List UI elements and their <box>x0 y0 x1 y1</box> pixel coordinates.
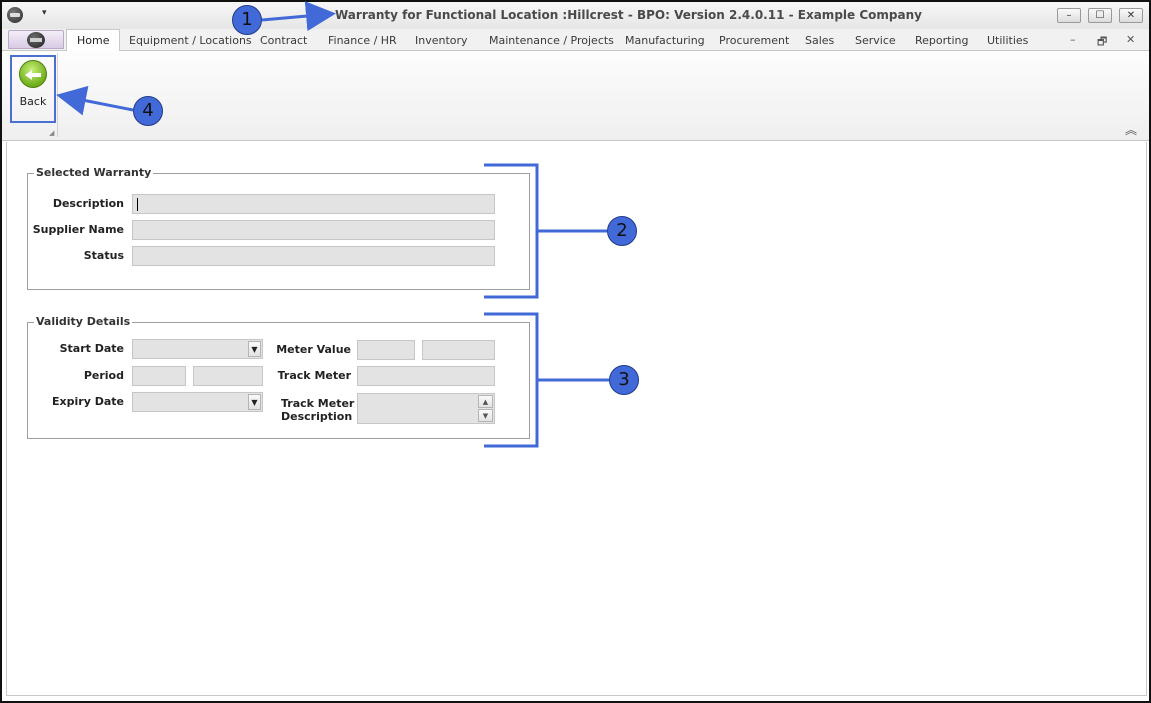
track-meter-field[interactable] <box>357 366 495 386</box>
ribbon-tab-strip: Home Equipment / Locations Contract Fina… <box>2 29 1149 52</box>
dialog-launcher-icon[interactable]: ◢ <box>49 129 55 137</box>
period-unit-field[interactable] <box>193 366 263 386</box>
ribbon-panel: Back ◢ ︽ <box>2 51 1149 141</box>
start-date-picker[interactable]: ▼ <box>132 339 263 359</box>
tab-service[interactable]: Service <box>855 34 896 47</box>
annotation-marker-2: 2 <box>607 216 637 246</box>
chevron-down-icon[interactable]: ▼ <box>248 394 261 410</box>
supplier-name-label: Supplier Name <box>32 223 124 236</box>
content-border-bottom <box>6 695 1147 696</box>
tab-contract[interactable]: Contract <box>260 34 308 47</box>
supplier-name-field[interactable] <box>132 220 495 240</box>
app-logo-icon[interactable] <box>7 7 23 23</box>
meter-unit-field[interactable] <box>422 340 495 360</box>
app-logo-icon <box>27 32 45 48</box>
content-border-right <box>1146 142 1147 696</box>
annotation-marker-3: 3 <box>609 365 639 395</box>
description-field[interactable] <box>132 194 495 214</box>
status-label: Status <box>83 249 124 262</box>
quick-access-dropdown-icon[interactable]: ▾ <box>42 8 47 18</box>
annotation-marker-1: 1 <box>232 5 262 35</box>
tab-sales[interactable]: Sales <box>805 34 835 47</box>
track-meter-label: Track Meter <box>277 369 351 382</box>
description-label: Description <box>52 197 124 210</box>
track-meter-description-field[interactable]: ▲ ▼ <box>357 393 495 424</box>
title-bar: ▾ Warranty for Functional Location :Hill… <box>2 2 1149 29</box>
close-button[interactable]: ✕ <box>1119 8 1143 23</box>
meter-value-label: Meter Value <box>276 343 351 356</box>
expiry-date-picker[interactable]: ▼ <box>132 392 263 412</box>
window-title: Warranty for Functional Location :Hillcr… <box>335 8 922 22</box>
collapse-ribbon-icon[interactable]: ︽ <box>1125 123 1138 137</box>
selected-warranty-group: Selected Warranty <box>27 166 530 290</box>
mdi-minimize-button[interactable]: – <box>1070 33 1076 46</box>
start-date-label: Start Date <box>59 342 124 355</box>
content-border-left <box>6 142 7 696</box>
ribbon-group-divider <box>57 53 58 137</box>
tab-procurement[interactable]: Procurement <box>719 34 790 47</box>
mdi-restore-button[interactable]: 🗗 <box>1097 35 1108 48</box>
annotation-marker-4: 4 <box>133 96 163 126</box>
expiry-date-label: Expiry Date <box>52 395 124 408</box>
period-label: Period <box>83 369 124 382</box>
meter-value-field[interactable] <box>357 340 415 360</box>
tab-inventory[interactable]: Inventory <box>415 34 468 47</box>
selected-warranty-legend: Selected Warranty <box>34 166 154 179</box>
tab-manufacturing[interactable]: Manufacturing <box>625 34 705 47</box>
minimize-button[interactable]: – <box>1057 8 1081 23</box>
tab-home[interactable]: Home <box>66 29 121 52</box>
track-meter-description-label: Track Meter Description <box>281 397 355 423</box>
status-field[interactable] <box>132 246 495 266</box>
period-value-field[interactable] <box>132 366 186 386</box>
back-button-label: Back <box>19 95 47 108</box>
maximize-button[interactable]: ☐ <box>1088 8 1112 23</box>
scroll-up-icon[interactable]: ▲ <box>478 395 493 408</box>
validity-details-legend: Validity Details <box>34 315 133 328</box>
scroll-down-icon[interactable]: ▼ <box>478 409 493 422</box>
tab-maintenance-projects[interactable]: Maintenance / Projects <box>489 34 614 47</box>
back-button[interactable]: Back <box>10 55 56 123</box>
application-menu-button[interactable] <box>8 30 64 49</box>
tab-finance-hr[interactable]: Finance / HR <box>328 34 397 47</box>
chevron-down-icon[interactable]: ▼ <box>248 341 261 357</box>
back-arrow-icon <box>19 60 47 88</box>
tab-reporting[interactable]: Reporting <box>915 34 969 47</box>
text-caret <box>137 198 138 211</box>
tab-utilities[interactable]: Utilities <box>987 34 1029 47</box>
tab-equipment-locations[interactable]: Equipment / Locations <box>129 34 252 47</box>
mdi-close-button[interactable]: ✕ <box>1126 33 1136 46</box>
